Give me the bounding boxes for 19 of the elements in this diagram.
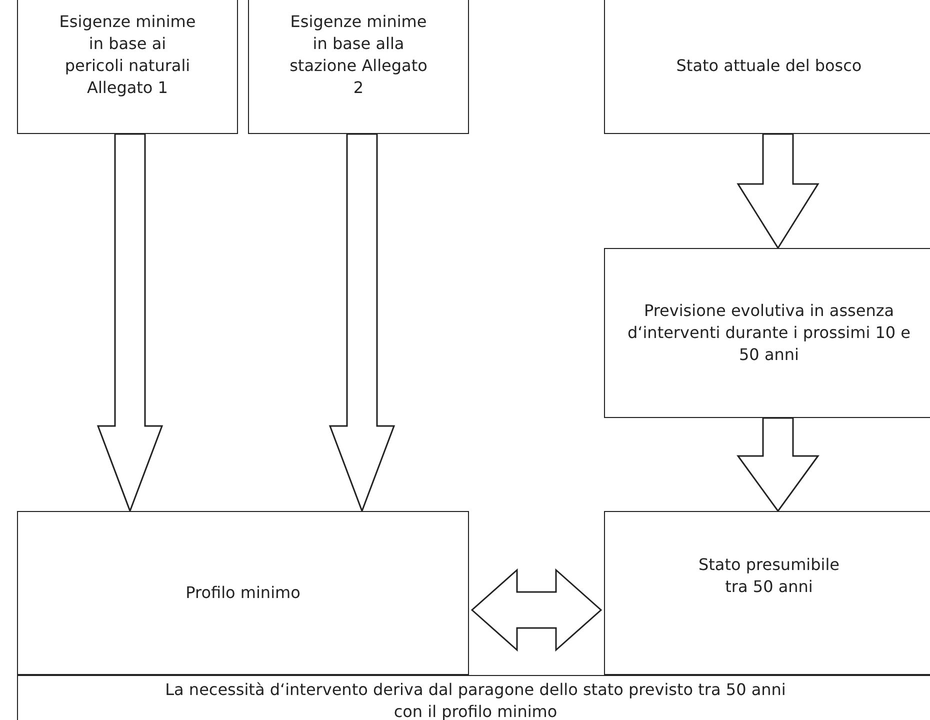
box-text: Esigenze minime in base alla stazione Allegato 2 [288, 11, 428, 99]
process-box [17, 511, 469, 675]
block-arrow [736, 417, 820, 512]
box-text: Stato presumibile tra 50 anni [697, 554, 840, 598]
process-box [17, 675, 930, 720]
process-box [604, 248, 930, 418]
box-text: Previsione evolutiva in assenza d‘interventi durante i prossimi 10 e 50 anni [626, 300, 912, 366]
process-box [17, 0, 238, 134]
box-text: Profilo minimo [186, 582, 300, 604]
box-text: La necessità d‘intervento deriva dal paragone dello stato previsto tra 50 anni con il profilo minimo [164, 679, 787, 720]
block-arrow [470, 568, 602, 652]
block-arrow [96, 133, 164, 512]
process-box [604, 511, 930, 675]
box-text: Stato attuale del bosco [676, 55, 862, 77]
block-arrow [736, 133, 820, 249]
block-arrow [328, 133, 396, 512]
process-box [604, 0, 930, 134]
process-box [248, 0, 469, 134]
box-text: Esigenze minime in base ai pericoli naturali Allegato 1 [58, 11, 197, 99]
